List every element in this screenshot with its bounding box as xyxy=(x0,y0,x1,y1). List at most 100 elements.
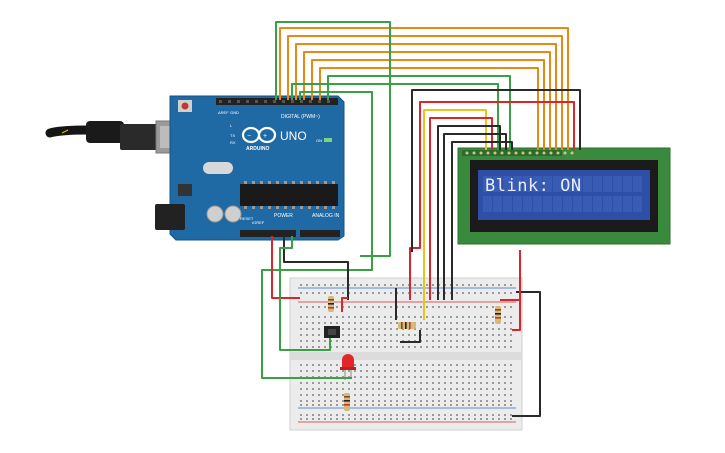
breadboard-hole[interactable] xyxy=(492,388,494,390)
breadboard-hole[interactable] xyxy=(438,322,440,324)
breadboard-hole[interactable] xyxy=(318,400,320,402)
breadboard-hole[interactable] xyxy=(450,316,452,318)
breadboard-hole[interactable] xyxy=(348,382,350,384)
breadboard-hole[interactable] xyxy=(306,284,308,286)
breadboard-hole[interactable] xyxy=(462,414,464,416)
breadboard-hole[interactable] xyxy=(342,370,344,372)
breadboard-hole[interactable] xyxy=(414,418,416,420)
breadboard-hole[interactable] xyxy=(468,414,470,416)
breadboard-hole[interactable] xyxy=(438,414,440,416)
breadboard-hole[interactable] xyxy=(348,334,350,336)
breadboard-hole[interactable] xyxy=(462,306,464,308)
breadboard-hole[interactable] xyxy=(396,404,398,406)
breadboard-hole[interactable] xyxy=(480,334,482,336)
breadboard-hole[interactable] xyxy=(312,322,314,324)
breadboard-hole[interactable] xyxy=(390,382,392,384)
breadboard-hole[interactable] xyxy=(336,418,338,420)
breadboard-hole[interactable] xyxy=(384,334,386,336)
breadboard-hole[interactable] xyxy=(366,322,368,324)
breadboard-hole[interactable] xyxy=(390,306,392,308)
breadboard-hole[interactable] xyxy=(426,400,428,402)
breadboard-hole[interactable] xyxy=(366,334,368,336)
breadboard-hole[interactable] xyxy=(486,306,488,308)
breadboard-hole[interactable] xyxy=(402,414,404,416)
breadboard-hole[interactable] xyxy=(498,404,500,406)
breadboard-hole[interactable] xyxy=(306,400,308,402)
breadboard-hole[interactable] xyxy=(348,322,350,324)
breadboard-hole[interactable] xyxy=(324,404,326,406)
breadboard-hole[interactable] xyxy=(396,334,398,336)
wires[interactable] xyxy=(261,21,581,417)
breadboard-hole[interactable] xyxy=(510,346,512,348)
breadboard-hole[interactable] xyxy=(486,400,488,402)
breadboard-hole[interactable] xyxy=(378,284,380,286)
breadboard-hole[interactable] xyxy=(300,394,302,396)
breadboard-hole[interactable] xyxy=(300,292,302,294)
breadboard-hole[interactable] xyxy=(360,370,362,372)
breadboard-hole[interactable] xyxy=(450,394,452,396)
breadboard-hole[interactable] xyxy=(372,382,374,384)
breadboard-hole[interactable] xyxy=(420,328,422,330)
breadboard-hole[interactable] xyxy=(456,394,458,396)
breadboard-hole[interactable] xyxy=(510,394,512,396)
breadboard-hole[interactable] xyxy=(486,340,488,342)
breadboard-hole[interactable] xyxy=(444,418,446,420)
breadboard-hole[interactable] xyxy=(474,414,476,416)
breadboard-hole[interactable] xyxy=(384,370,386,372)
breadboard-hole[interactable] xyxy=(312,334,314,336)
breadboard-hole[interactable] xyxy=(324,322,326,324)
breadboard-hole[interactable] xyxy=(372,328,374,330)
breadboard-hole[interactable] xyxy=(486,364,488,366)
breadboard-hole[interactable] xyxy=(366,414,368,416)
breadboard-hole[interactable] xyxy=(348,306,350,308)
breadboard-hole[interactable] xyxy=(396,376,398,378)
breadboard-hole[interactable] xyxy=(324,400,326,402)
breadboard-hole[interactable] xyxy=(390,340,392,342)
breadboard-hole[interactable] xyxy=(438,404,440,406)
breadboard-hole[interactable] xyxy=(474,404,476,406)
breadboard-hole[interactable] xyxy=(396,418,398,420)
breadboard-hole[interactable] xyxy=(486,328,488,330)
breadboard-hole[interactable] xyxy=(360,292,362,294)
breadboard-hole[interactable] xyxy=(384,284,386,286)
breadboard-hole[interactable] xyxy=(462,394,464,396)
breadboard-hole[interactable] xyxy=(330,404,332,406)
breadboard-hole[interactable] xyxy=(444,388,446,390)
breadboard-hole[interactable] xyxy=(498,284,500,286)
breadboard-hole[interactable] xyxy=(342,394,344,396)
breadboard-hole[interactable] xyxy=(444,334,446,336)
breadboard-hole[interactable] xyxy=(348,370,350,372)
breadboard-hole[interactable] xyxy=(300,370,302,372)
breadboard-hole[interactable] xyxy=(456,382,458,384)
breadboard-hole[interactable] xyxy=(390,400,392,402)
breadboard-hole[interactable] xyxy=(390,388,392,390)
breadboard-hole[interactable] xyxy=(444,394,446,396)
breadboard-hole[interactable] xyxy=(468,418,470,420)
breadboard-hole[interactable] xyxy=(402,364,404,366)
breadboard-hole[interactable] xyxy=(354,284,356,286)
breadboard-hole[interactable] xyxy=(360,306,362,308)
breadboard-hole[interactable] xyxy=(396,340,398,342)
breadboard-hole[interactable] xyxy=(468,376,470,378)
breadboard-hole[interactable] xyxy=(426,418,428,420)
breadboard-hole[interactable] xyxy=(390,292,392,294)
breadboard-hole[interactable] xyxy=(300,400,302,402)
breadboard-hole[interactable] xyxy=(456,346,458,348)
breadboard-hole[interactable] xyxy=(318,306,320,308)
breadboard-hole[interactable] xyxy=(384,382,386,384)
breadboard-hole[interactable] xyxy=(390,346,392,348)
breadboard-hole[interactable] xyxy=(498,334,500,336)
breadboard-hole[interactable] xyxy=(456,376,458,378)
pushbutton[interactable] xyxy=(324,326,340,338)
breadboard-hole[interactable] xyxy=(354,346,356,348)
breadboard-hole[interactable] xyxy=(438,334,440,336)
breadboard-hole[interactable] xyxy=(486,334,488,336)
breadboard-hole[interactable] xyxy=(384,346,386,348)
breadboard-hole[interactable] xyxy=(420,322,422,324)
breadboard-hole[interactable] xyxy=(504,418,506,420)
breadboard-hole[interactable] xyxy=(450,306,452,308)
breadboard-hole[interactable] xyxy=(348,340,350,342)
breadboard-hole[interactable] xyxy=(312,418,314,420)
breadboard-hole[interactable] xyxy=(414,316,416,318)
breadboard-hole[interactable] xyxy=(354,316,356,318)
